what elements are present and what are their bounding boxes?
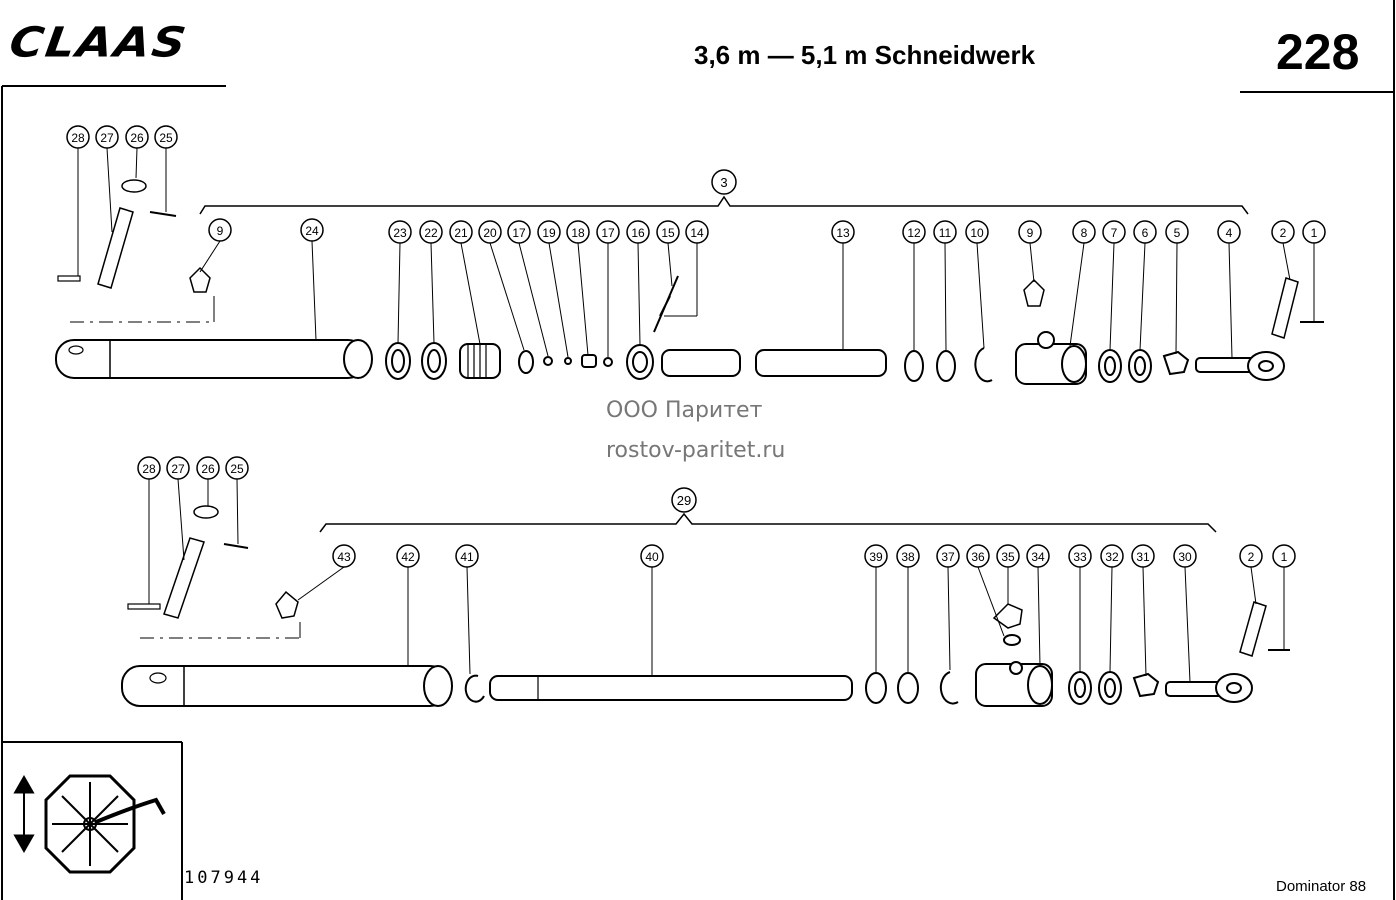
- svg-text:4: 4: [1226, 226, 1233, 240]
- svg-text:27: 27: [171, 462, 185, 476]
- pin-set-lower-left: [127, 505, 249, 619]
- svg-text:32: 32: [1105, 550, 1119, 564]
- svg-text:10: 10: [970, 226, 984, 240]
- pin-set-upper-left: [57, 179, 177, 289]
- svg-text:9: 9: [1027, 226, 1034, 240]
- page-title: 3,6 m — 5,1 m Schneidwerk: [694, 40, 1036, 70]
- svg-text:29: 29: [677, 493, 691, 508]
- svg-text:16: 16: [631, 226, 645, 240]
- svg-text:40: 40: [645, 550, 659, 564]
- svg-text:17: 17: [512, 226, 526, 240]
- svg-text:14: 14: [690, 226, 704, 240]
- watermark-url: rostov-paritet.ru: [606, 438, 786, 463]
- svg-text:11: 11: [939, 226, 952, 240]
- document-number: 107944: [184, 868, 264, 888]
- svg-text:2: 2: [1280, 226, 1287, 240]
- svg-text:3: 3: [720, 175, 727, 190]
- svg-text:26: 26: [201, 462, 215, 476]
- svg-text:25: 25: [230, 462, 244, 476]
- svg-text:33: 33: [1073, 550, 1087, 564]
- svg-text:8: 8: [1081, 226, 1088, 240]
- callouts-upper: 9 24 23 22 21 20 17 19 18 17 16 15 14 13…: [208, 218, 1326, 244]
- svg-text:43: 43: [337, 550, 351, 564]
- leader-lines-lower: [297, 566, 1285, 683]
- svg-text:1: 1: [1311, 226, 1318, 240]
- svg-text:1: 1: [1281, 550, 1288, 564]
- callouts-lower: 43 42 41 40 39 38 37 36 35 34 33 32 31 3…: [332, 544, 1296, 568]
- svg-text:38: 38: [901, 550, 915, 564]
- svg-text:34: 34: [1031, 550, 1045, 564]
- bracket-group-3: [199, 195, 1249, 215]
- svg-text:37: 37: [941, 550, 955, 564]
- svg-text:21: 21: [454, 226, 468, 240]
- svg-text:5: 5: [1174, 226, 1181, 240]
- parts-lower: [464, 601, 1290, 707]
- callout-group-29: 29: [671, 487, 697, 513]
- svg-text:28: 28: [71, 131, 85, 145]
- svg-text:2: 2: [1248, 550, 1255, 564]
- watermark-company: ООО Паритет: [606, 398, 763, 423]
- svg-text:17: 17: [601, 226, 615, 240]
- svg-text:13: 13: [836, 226, 850, 240]
- svg-text:12: 12: [907, 226, 921, 240]
- svg-text:18: 18: [571, 226, 585, 240]
- svg-text:23: 23: [393, 226, 407, 240]
- svg-text:42: 42: [401, 550, 415, 564]
- svg-text:30: 30: [1178, 550, 1192, 564]
- parts-upper: [385, 275, 1324, 385]
- svg-text:6: 6: [1142, 226, 1149, 240]
- svg-text:15: 15: [661, 226, 675, 240]
- bracket-group-29: [319, 512, 1217, 533]
- svg-text:41: 41: [460, 550, 474, 564]
- svg-text:27: 27: [100, 131, 114, 145]
- svg-text:28: 28: [142, 462, 156, 476]
- svg-text:19: 19: [542, 226, 556, 240]
- svg-text:36: 36: [971, 550, 985, 564]
- svg-text:20: 20: [483, 226, 497, 240]
- leader-lines-upper: [199, 240, 1315, 359]
- callouts-side-upper: 28 27 26 25: [66, 125, 178, 276]
- reel-location-icon: [13, 774, 166, 874]
- callouts-side-lower: 28 27 26 25: [137, 456, 249, 604]
- machine-model: Dominator 88: [1276, 878, 1367, 895]
- svg-text:9: 9: [217, 224, 224, 238]
- svg-text:35: 35: [1001, 550, 1015, 564]
- cylinder-barrel-upper: [55, 266, 373, 379]
- svg-text:25: 25: [159, 131, 173, 145]
- svg-text:7: 7: [1111, 226, 1118, 240]
- svg-text:39: 39: [869, 550, 883, 564]
- cylinder-barrel-lower: [121, 590, 453, 707]
- svg-text:22: 22: [424, 226, 438, 240]
- svg-text:24: 24: [305, 224, 319, 238]
- page-number: 228: [1276, 24, 1360, 80]
- svg-text:31: 31: [1136, 550, 1150, 564]
- callout-group-3: 3: [711, 169, 737, 195]
- svg-text:26: 26: [130, 131, 144, 145]
